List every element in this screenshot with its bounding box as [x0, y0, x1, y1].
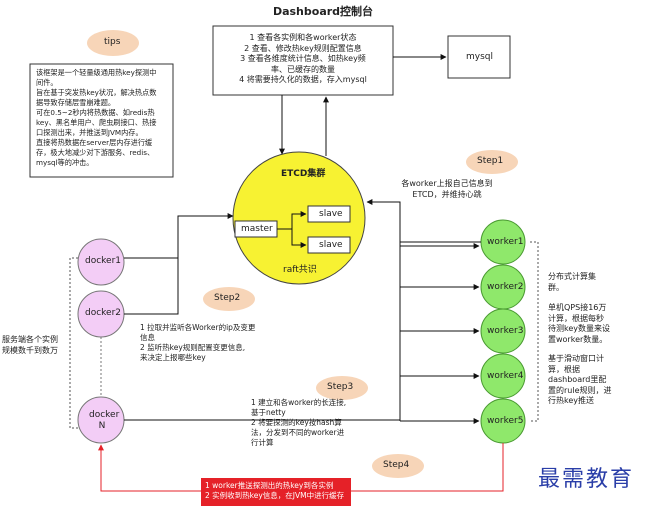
- slave1-label: slave: [319, 209, 343, 219]
- step1-line: 各worker上报自己信息到: [401, 179, 493, 188]
- watermark: 最需教育: [537, 467, 634, 492]
- worker-note-1: 分布式计算集 群。: [548, 272, 640, 293]
- dashboard-description: 1 查看各实例和各worker状态 2 查看、修改热key规则配置信息 3 查看…: [213, 33, 393, 86]
- worker-note-line: 群。: [548, 282, 564, 292]
- step3-line: 法，分发到不同的worker进: [251, 428, 345, 437]
- step4-bubble: [372, 454, 424, 478]
- step2-bubble: [203, 287, 255, 311]
- step4-line: 2 实例收到热key信息，在JVM中进行缓存: [205, 490, 345, 500]
- worker4-node: [480, 353, 526, 399]
- tips-line: 旨在基于突发热key状况，解决热点数: [36, 88, 157, 97]
- dashboard-line: 1 查看各实例和各worker状态: [249, 33, 357, 42]
- docker-bracket: [69, 257, 78, 429]
- worker-note-line: 待测key数量来设: [548, 324, 611, 333]
- step4-label: Step4: [383, 460, 410, 470]
- master-label: master: [241, 224, 273, 234]
- master-to-slave1: [277, 211, 307, 230]
- master-to-slave2: [291, 229, 307, 248]
- tips-line: 可在0.5~2秒内将热数据、如redis热: [36, 108, 155, 117]
- worker-note-line: 基于滑动窗口计: [548, 354, 604, 363]
- step4-line: 1 worker推送探测出的热key到各实例: [205, 481, 334, 490]
- step3-line: 基于netty: [251, 408, 286, 417]
- step3-bubble: [316, 376, 368, 400]
- step1-label: Step1: [477, 156, 504, 166]
- dashboard-line: 率、已缓存的数量: [271, 64, 335, 74]
- slave2-label: slave: [319, 240, 343, 250]
- page-title: Dashboard控制台: [272, 5, 374, 18]
- dockerN-label: docker N: [89, 410, 120, 431]
- step2-description: 1 拉取并监听各Worker的ip及变更 信息 2 监听热key规则配置变更信息…: [140, 323, 300, 363]
- step2-line: 1 拉取并监听各Worker的ip及变更: [140, 323, 256, 332]
- tips-line: key、黑名单用户、爬虫刷接口、热接: [36, 118, 157, 127]
- worker-note-line: 分布式计算集: [548, 272, 596, 281]
- dashboard-line: 3 查看各维度统计信息、如热key频: [240, 54, 366, 63]
- docker-side-line: 服务端各个实例: [2, 335, 58, 344]
- worker3-node: [480, 308, 526, 354]
- step2-line: 来决定上报哪些key: [140, 353, 206, 362]
- step3-description: 1 建立和各worker的长连接, 基于netty 2 将要探测的key按has…: [251, 398, 391, 448]
- tips-description: 该框架是一个轻量级通用热key探测中 间件。 旨在基于突发热key状况，解决热点…: [36, 68, 170, 168]
- worker-note-line: dashboard里配: [548, 375, 607, 384]
- step3-line: 行计算: [251, 438, 274, 447]
- step3-line: 1 建立和各worker的长连接,: [251, 398, 347, 407]
- docker2-label: docker2: [85, 308, 122, 318]
- step1-line: ETCD，并维持心跳: [412, 189, 482, 199]
- worker-note-line: 计算，根据每秒: [548, 313, 604, 323]
- slave-node-2: [307, 236, 351, 254]
- worker-note-line: 置的rule规则，进: [548, 385, 612, 395]
- tips-line: 口探测出来，并推送到JVM内存。: [36, 128, 143, 137]
- worker-note-2: 单机QPS接16万 计算，根据每秒 待测key数量来设 置worker数量。: [548, 303, 640, 345]
- tips-line: 存，极大地减少对下游服务、redis、: [36, 148, 155, 157]
- docker-side-text: 服务端各个实例 规模数千到数万: [2, 335, 72, 356]
- docker1-node: [77, 238, 125, 286]
- step1-description: 各worker上报自己信息到 ETCD，并维持心跳: [383, 179, 511, 200]
- tips-bubble: [87, 30, 139, 56]
- tips-label: tips: [104, 37, 121, 47]
- mysql-box: [447, 35, 511, 79]
- step2-label: Step2: [214, 293, 241, 303]
- tips-line: 据导致存储层雪崩难题。: [36, 98, 116, 107]
- docker2-to-etcd-line: [124, 213, 234, 315]
- step1-bubble: [466, 150, 518, 174]
- step2-line: 2 监听热key规则配置变更信息,: [140, 343, 246, 352]
- step4-description: 1 worker推送探测出的热key到各实例 2 实例收到热key信息，在JVM…: [205, 481, 351, 500]
- dashboard-line: 4 将需要持久化的数据，存入mysql: [239, 75, 367, 84]
- docker1-label: docker1: [85, 256, 122, 266]
- workers-to-etcd-line: [366, 199, 481, 243]
- mysql-label: mysql: [466, 52, 493, 62]
- tips-line: 该框架是一个轻量级通用热key探测中: [36, 68, 157, 77]
- worker-note-line: 单机QPS接16万: [548, 303, 607, 312]
- worker1-label: worker1: [487, 237, 524, 247]
- dashboard-line: 2 查看、修改热key规则配置信息: [244, 43, 362, 53]
- step2-line: 信息: [140, 333, 155, 342]
- worker3-label: worker3: [487, 326, 524, 336]
- worker-bracket: [530, 241, 539, 422]
- tips-box: [29, 63, 174, 178]
- step4-box: [201, 478, 351, 506]
- docker-side-line: 规模数千到数万: [2, 345, 58, 355]
- worker-note-line: 算，根据: [548, 364, 580, 374]
- worker-note-line: 行热key推送: [548, 396, 595, 405]
- worker-note-line: 置worker数量。: [548, 334, 608, 344]
- etcd-title: ETCD集群: [281, 169, 326, 179]
- raft-label: raft共识: [283, 265, 317, 275]
- dashboard-box: [212, 25, 394, 96]
- tips-line: 间件。: [36, 78, 58, 87]
- step3-line: 2 将要探测的key按hash算: [251, 418, 342, 427]
- worker-note-3: 基于滑动窗口计 算，根据 dashboard里配 置的rule规则，进 行热ke…: [548, 354, 640, 407]
- worker5-label: worker5: [487, 416, 524, 426]
- worker4-label: worker4: [487, 371, 524, 381]
- slave-node-1: [307, 205, 351, 223]
- tips-line: mysql等的冲击。: [36, 158, 94, 167]
- step3-label: Step3: [327, 382, 354, 392]
- tips-line: 直接将热数据在server层内存进行缓: [36, 138, 153, 147]
- worker2-label: worker2: [487, 282, 524, 292]
